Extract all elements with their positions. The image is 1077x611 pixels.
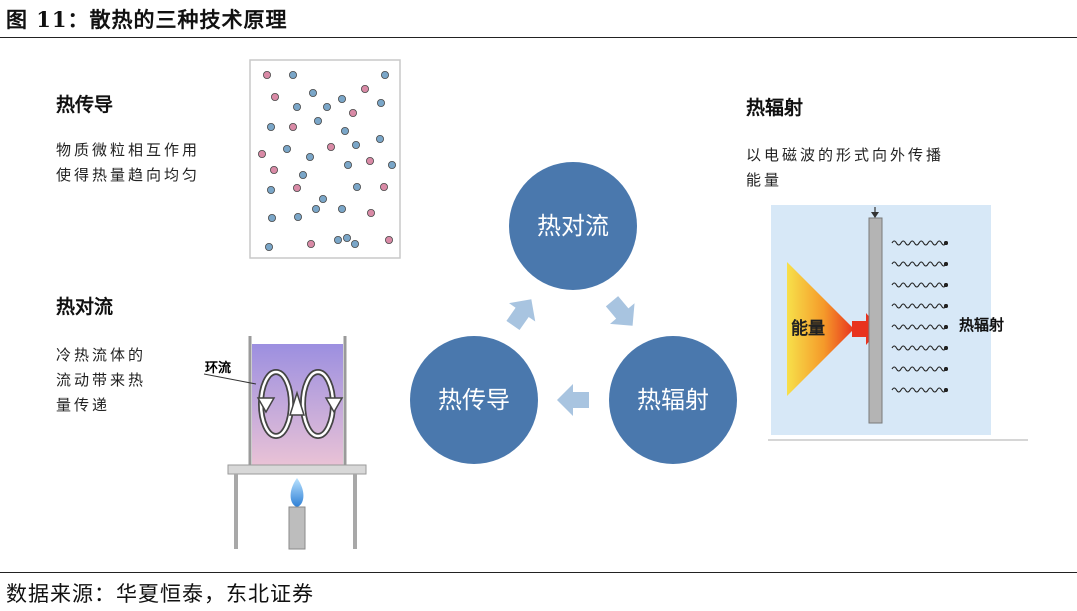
particle	[288, 123, 297, 132]
radiation-heading: 热辐射	[746, 97, 804, 119]
convection-desc-line-3: 量传递	[56, 396, 111, 414]
particle	[340, 127, 349, 136]
particle	[379, 182, 388, 191]
particle	[376, 99, 385, 108]
convection-heading: 热对流	[56, 296, 114, 318]
cycle-circle-radiation	[609, 336, 737, 464]
particle	[365, 156, 374, 165]
particle	[375, 134, 384, 143]
particles	[257, 71, 396, 251]
particle	[337, 95, 346, 104]
particle	[262, 71, 271, 80]
conduction-heading: 热传导	[56, 94, 114, 116]
particle	[266, 185, 275, 194]
convection-desc-line-2: 流动带来热	[56, 371, 147, 389]
particle	[384, 235, 393, 244]
particle	[380, 71, 389, 80]
burner-tube	[288, 506, 306, 550]
convection-illustration: 环流	[203, 336, 367, 550]
conduction-illustration	[249, 59, 401, 259]
circulation-label-leader	[203, 373, 257, 385]
particle	[311, 204, 320, 213]
convection-down-arrow-left-icon	[256, 397, 276, 414]
energy-label: 能量	[791, 318, 825, 339]
radiation-description: 以电磁波的形式向外传播 能量	[746, 143, 944, 193]
particle	[266, 123, 275, 132]
top-rule	[0, 37, 1077, 38]
flame-icon	[290, 478, 304, 507]
particle	[343, 160, 352, 169]
plate-pointer-arrow-icon	[871, 212, 879, 218]
conduction-desc-line-1: 物质微粒相互作用	[56, 141, 201, 159]
figure-title: 图 11：散热的三种技术原理	[6, 7, 288, 32]
radiation-illustration: 能量 热辐射	[768, 205, 1028, 441]
radiation-wave	[891, 282, 949, 288]
radiation-desc-line-1: 以电磁波的形式向外传播	[746, 146, 945, 164]
cycle-label-convection: 热对流	[537, 212, 609, 240]
particle	[333, 235, 342, 244]
particle	[360, 85, 369, 94]
particle	[387, 160, 396, 169]
cycle-label-conduction: 热传导	[438, 386, 510, 414]
particle	[282, 144, 291, 153]
particle	[342, 233, 351, 242]
particle	[352, 182, 361, 191]
cycle-label-radiation: 热辐射	[637, 386, 709, 414]
particle	[257, 149, 266, 158]
convection-desc-line-1: 冷热流体的	[56, 346, 147, 364]
burner-stand-top	[227, 464, 367, 475]
particle	[298, 170, 307, 179]
particle	[351, 140, 360, 149]
convection-description: 冷热流体的 流动带来热 量传递	[56, 343, 146, 418]
particle	[306, 239, 315, 248]
radiation-waves	[891, 240, 949, 393]
cycle-circle-convection	[509, 162, 637, 290]
particle	[292, 103, 301, 112]
particle	[308, 89, 317, 98]
particle	[350, 239, 359, 248]
particle	[326, 142, 335, 151]
particle	[313, 117, 322, 126]
conduction-desc-line-2: 使得热量趋向均匀	[56, 166, 201, 184]
cycle-arrow-right-icon	[605, 296, 635, 326]
radiation-wave	[891, 303, 949, 309]
radiation-wave	[891, 261, 949, 267]
particle	[322, 103, 331, 112]
radiating-plate	[868, 217, 883, 424]
wave-label: 热辐射	[959, 316, 1004, 334]
radiation-wave	[891, 366, 949, 372]
radiation-desc-line-2: 能量	[746, 171, 783, 189]
radiation-wave	[891, 240, 949, 246]
circulation-label: 环流	[205, 360, 231, 376]
cycle-arrow-bottom-icon	[557, 384, 589, 416]
particle	[264, 242, 273, 251]
convection-up-arrow-icon	[288, 390, 306, 416]
particle	[267, 213, 276, 222]
cycle-arrow-left-icon	[506, 299, 536, 331]
convection-down-arrow-right-icon	[324, 397, 344, 414]
particle	[270, 93, 279, 102]
particle	[337, 204, 346, 213]
cycle-circle-conduction	[410, 336, 538, 464]
particle-box	[249, 59, 401, 259]
particle	[293, 212, 302, 221]
particle	[288, 71, 297, 80]
radiation-wave	[891, 387, 949, 393]
bottom-rule	[0, 572, 1077, 573]
radiation-wave	[891, 345, 949, 351]
radiation-wave	[891, 324, 949, 330]
energy-cone	[787, 262, 854, 396]
conduction-description: 物质微粒相互作用 使得热量趋向均匀	[56, 138, 200, 188]
particle	[318, 194, 327, 203]
particle	[305, 152, 314, 161]
particle	[269, 165, 278, 174]
particle	[366, 208, 375, 217]
particle	[348, 109, 357, 118]
particle	[292, 183, 301, 192]
source-note: 数据来源：华夏恒泰，东北证券	[6, 582, 314, 606]
